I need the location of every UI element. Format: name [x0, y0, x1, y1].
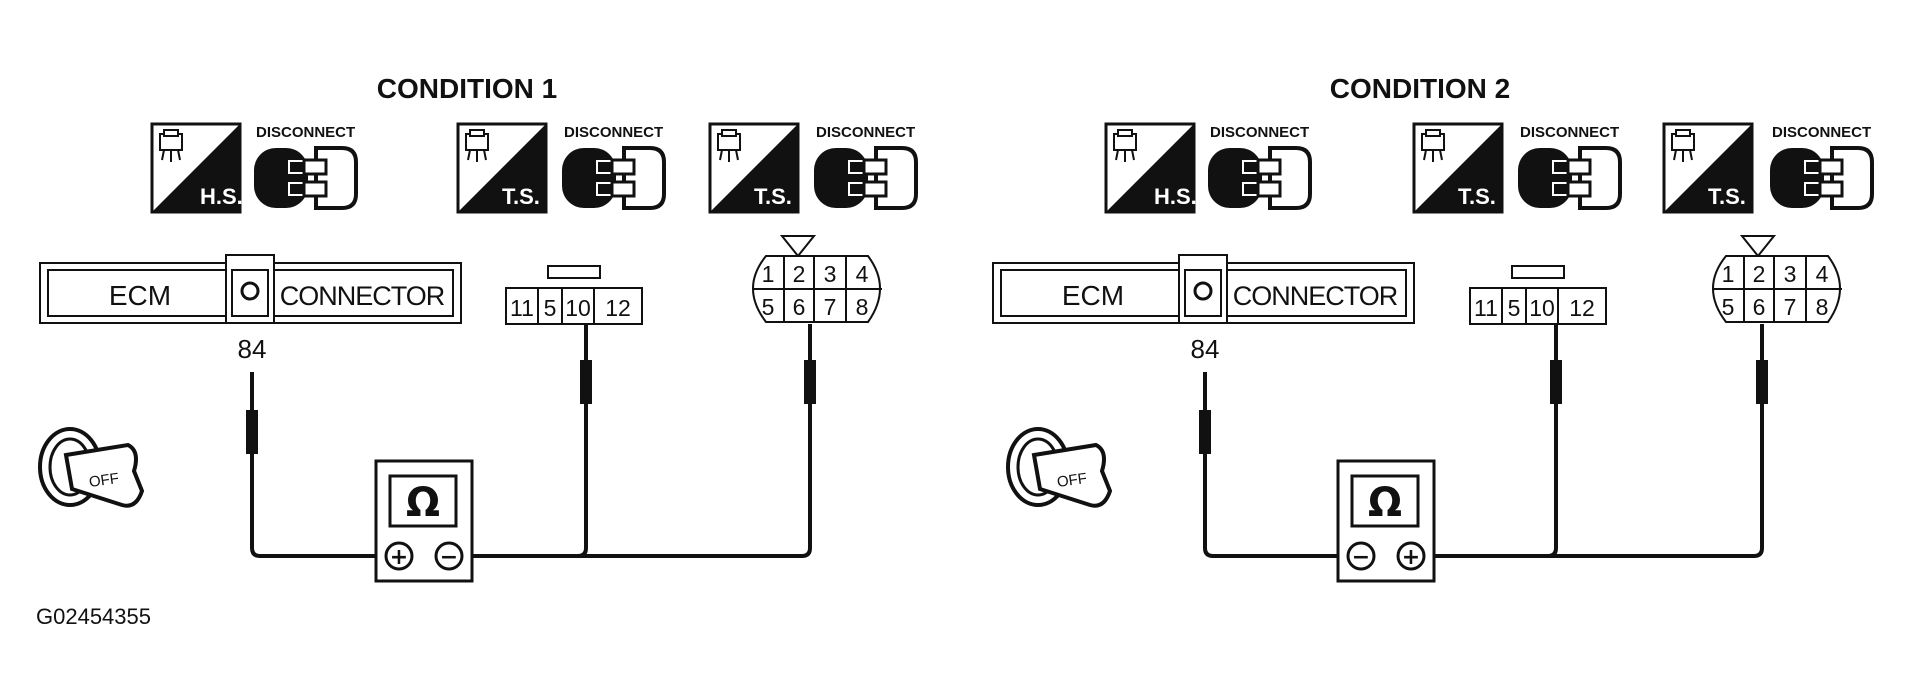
probe-terminal-left: +: [390, 545, 408, 570]
ecm-label: ECM: [1062, 280, 1124, 311]
disconnect-label: DISCONNECT: [1210, 124, 1309, 141]
svg-text:T.S.: T.S.: [502, 184, 540, 209]
pin-label: 5: [762, 294, 775, 320]
pin-label: 4: [856, 261, 869, 287]
disconnect-plug-icon: [1206, 146, 1312, 210]
pin-label: 2: [1753, 261, 1766, 287]
ohmmeter: Ω + −: [374, 459, 474, 583]
ignition-off-key-icon: OFF: [1006, 427, 1113, 508]
ecm-connector: ECM CONNECTOR: [39, 254, 462, 324]
ohm-symbol: Ω: [1368, 480, 1402, 526]
figure-code: G02454355: [36, 604, 151, 629]
ts-badge-icon: T.S.: [708, 122, 800, 214]
disconnect-label: DISCONNECT: [1520, 124, 1619, 141]
disconnect-label: DISCONNECT: [1772, 124, 1871, 141]
pin-label: 1: [762, 261, 775, 287]
ohm-symbol: Ω: [406, 480, 440, 526]
condition-title: CONDITION 1: [377, 73, 557, 104]
ohmmeter: Ω − +: [1336, 459, 1436, 583]
condition-1-panel: CONDITION 1 H.S. DISCONNECT T.S. DISCONN…: [38, 73, 918, 583]
pin-label: 11: [1474, 295, 1498, 321]
test-wires: [1199, 324, 1768, 558]
disconnect-label: DISCONNECT: [816, 124, 915, 141]
ts-badge-icon: T.S.: [1662, 122, 1754, 214]
pin-label: 8: [856, 294, 869, 320]
harness-connector-b: 1 2 3 4 5 6 7 8: [752, 235, 882, 323]
test-wires: [246, 324, 816, 558]
pin-label: 4: [1816, 261, 1829, 287]
harness-connector-b: 1 2 3 4 5 6 7 8: [1712, 235, 1842, 323]
disconnect-label: DISCONNECT: [256, 124, 355, 141]
hs-badge-icon: H.S.: [150, 122, 243, 214]
disconnect-plug-icon: [252, 146, 358, 210]
ecm-pin-number: 84: [238, 334, 267, 364]
pin-label: 6: [793, 294, 806, 320]
svg-text:H.S.: H.S.: [200, 184, 243, 209]
pin-label: 12: [1569, 295, 1595, 321]
disconnect-plug-icon: [560, 146, 666, 210]
harness-connector-a: 11 5 10 12: [1469, 265, 1607, 325]
ecm-connector: ECM CONNECTOR: [992, 254, 1415, 324]
svg-text:T.S.: T.S.: [1708, 184, 1746, 209]
pin-label: 5: [1722, 294, 1735, 320]
pin-label: 7: [1784, 294, 1797, 320]
pin-label: 6: [1753, 294, 1766, 320]
svg-text:T.S.: T.S.: [1458, 184, 1496, 209]
ignition-off-key-icon: OFF: [38, 427, 145, 508]
pin-label: 5: [544, 295, 557, 321]
harness-connector-a: 11 5 10 12: [505, 265, 643, 325]
ts-badge-icon: T.S.: [1412, 122, 1504, 214]
disconnect-plug-icon: [1516, 146, 1622, 210]
svg-text:OFF: OFF: [88, 470, 120, 491]
pin-label: 10: [565, 295, 591, 321]
pin-label: 11: [510, 295, 534, 321]
pin-label: 8: [1816, 294, 1829, 320]
ecm-label: ECM: [109, 280, 171, 311]
ts-badge-icon: T.S.: [456, 122, 548, 214]
svg-text:OFF: OFF: [1056, 470, 1088, 491]
condition-2-panel: CONDITION 2 H.S. DISCONNECT T.S. DISCONN…: [992, 73, 1874, 583]
pin-label: 1: [1722, 261, 1735, 287]
probe-terminal-right: +: [1402, 545, 1420, 570]
connector-label: CONNECTOR: [280, 281, 445, 311]
pin-label: 10: [1529, 295, 1555, 321]
pin-label: 12: [605, 295, 631, 321]
probe-terminal-left: −: [1352, 545, 1370, 570]
pin-label: 5: [1508, 295, 1521, 321]
condition-title: CONDITION 2: [1330, 73, 1510, 104]
pin-label: 3: [1784, 261, 1797, 287]
svg-text:T.S.: T.S.: [754, 184, 792, 209]
disconnect-label: DISCONNECT: [564, 124, 663, 141]
disconnect-plug-icon: [1768, 146, 1874, 210]
connector-label: CONNECTOR: [1233, 281, 1398, 311]
ecm-pin-number: 84: [1191, 334, 1220, 364]
disconnect-plug-icon: [812, 146, 918, 210]
pin-label: 7: [824, 294, 837, 320]
hs-badge-icon: H.S.: [1104, 122, 1197, 214]
probe-terminal-right: −: [440, 545, 458, 570]
pin-label: 3: [824, 261, 837, 287]
pin-label: 2: [793, 261, 806, 287]
svg-text:H.S.: H.S.: [1154, 184, 1197, 209]
